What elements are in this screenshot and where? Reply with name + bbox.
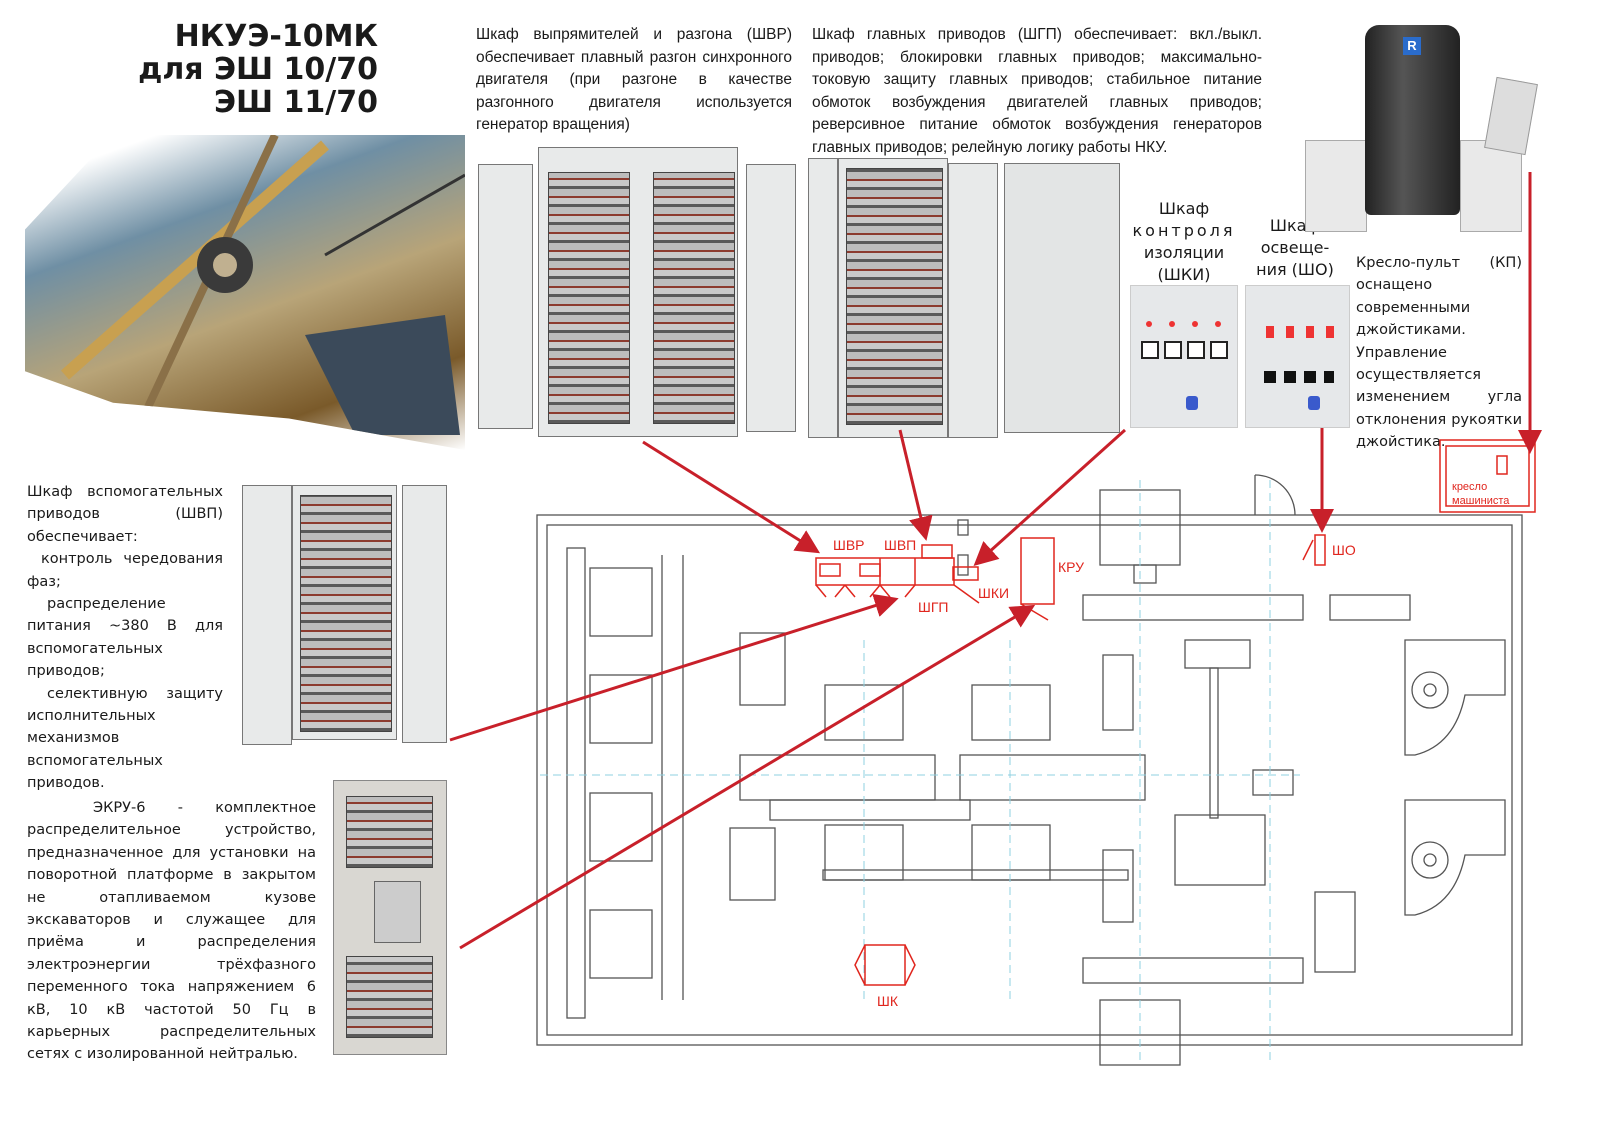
shki-label: Шкаф контроля изоляции (ШКИ): [1130, 198, 1238, 286]
excavator-illustration: [61, 135, 465, 437]
sho-panel-photo: [1245, 285, 1350, 428]
label-line: (ШКИ): [1157, 265, 1211, 284]
arrow-shvr: [642, 440, 821, 554]
label-line: контроля: [1132, 221, 1236, 240]
label-line: ния (ШО): [1256, 260, 1334, 279]
shvp-item: распределение питания ~380 В для вспомог…: [27, 596, 223, 680]
callout-arrows: [449, 172, 1542, 950]
plan-equipment: [815, 439, 1536, 986]
plan-label-shvr: ШВР: [833, 537, 865, 553]
shki-panel-photo: [1130, 285, 1238, 428]
plan-label-shki: ШКИ: [978, 585, 1009, 601]
plan-axes: [540, 480, 1300, 1060]
ekru-cabinet-photo: [333, 780, 447, 1055]
shgp-cabinet-photo: [808, 158, 1120, 440]
chair-box-label: кресло: [1452, 481, 1487, 493]
operator-chair-photo: R: [1305, 25, 1538, 237]
plan-label-shk: ШК: [877, 993, 899, 1009]
arrow-shgp: [898, 429, 933, 541]
title-line: для ЭШ 10/70: [138, 52, 378, 87]
shvr-cabinet-photo: [478, 142, 796, 440]
page-title: НКУЭ-10МК для ЭШ 10/70 ЭШ 11/70: [138, 20, 378, 119]
chair-logo: R: [1403, 37, 1421, 55]
label-line: изоляции: [1143, 243, 1225, 262]
shvp-item: селективную защиту исполнительных механи…: [27, 685, 223, 792]
shvp-cabinet-photo: [242, 485, 447, 745]
plan-label-sho: ШО: [1332, 542, 1356, 558]
title-line: ЭШ 11/70: [214, 85, 378, 120]
chair-box-label: машиниста: [1452, 495, 1510, 507]
plan-label-shgp: ШГП: [918, 599, 948, 615]
shvp-description: Шкаф вспомогательных приводов (ШВП) обес…: [27, 481, 223, 795]
shvp-item: контроль чередования фаз;: [27, 551, 223, 590]
plan-outline: [536, 474, 1523, 1066]
arrow-kru: [459, 604, 1036, 950]
shvr-description: Шкаф выпрямителей и разгона (ШВР) обеспе…: [476, 26, 792, 133]
ekru-description: ЭКРУ-6 - комплектное распределительное у…: [27, 800, 316, 1063]
chair-description: Кресло-пульт (КП) оснащено современными …: [1356, 255, 1522, 451]
title-line: НКУЭ-10МК: [174, 19, 378, 54]
plan-label-shvp: ШВП: [884, 537, 916, 553]
label-line: освеще-: [1260, 238, 1330, 257]
arrow-shki: [973, 428, 1127, 567]
excavator-photo: [25, 135, 465, 450]
arrow-shvp: [449, 593, 899, 742]
plan-label-kru: КРУ: [1058, 559, 1084, 575]
shgp-description: Шкаф главных приводов (ШГП) обеспечивает…: [812, 26, 1262, 156]
shvp-intro: Шкаф вспомогательных приводов (ШВП) обес…: [27, 484, 223, 545]
label-line: Шкаф: [1158, 199, 1210, 218]
